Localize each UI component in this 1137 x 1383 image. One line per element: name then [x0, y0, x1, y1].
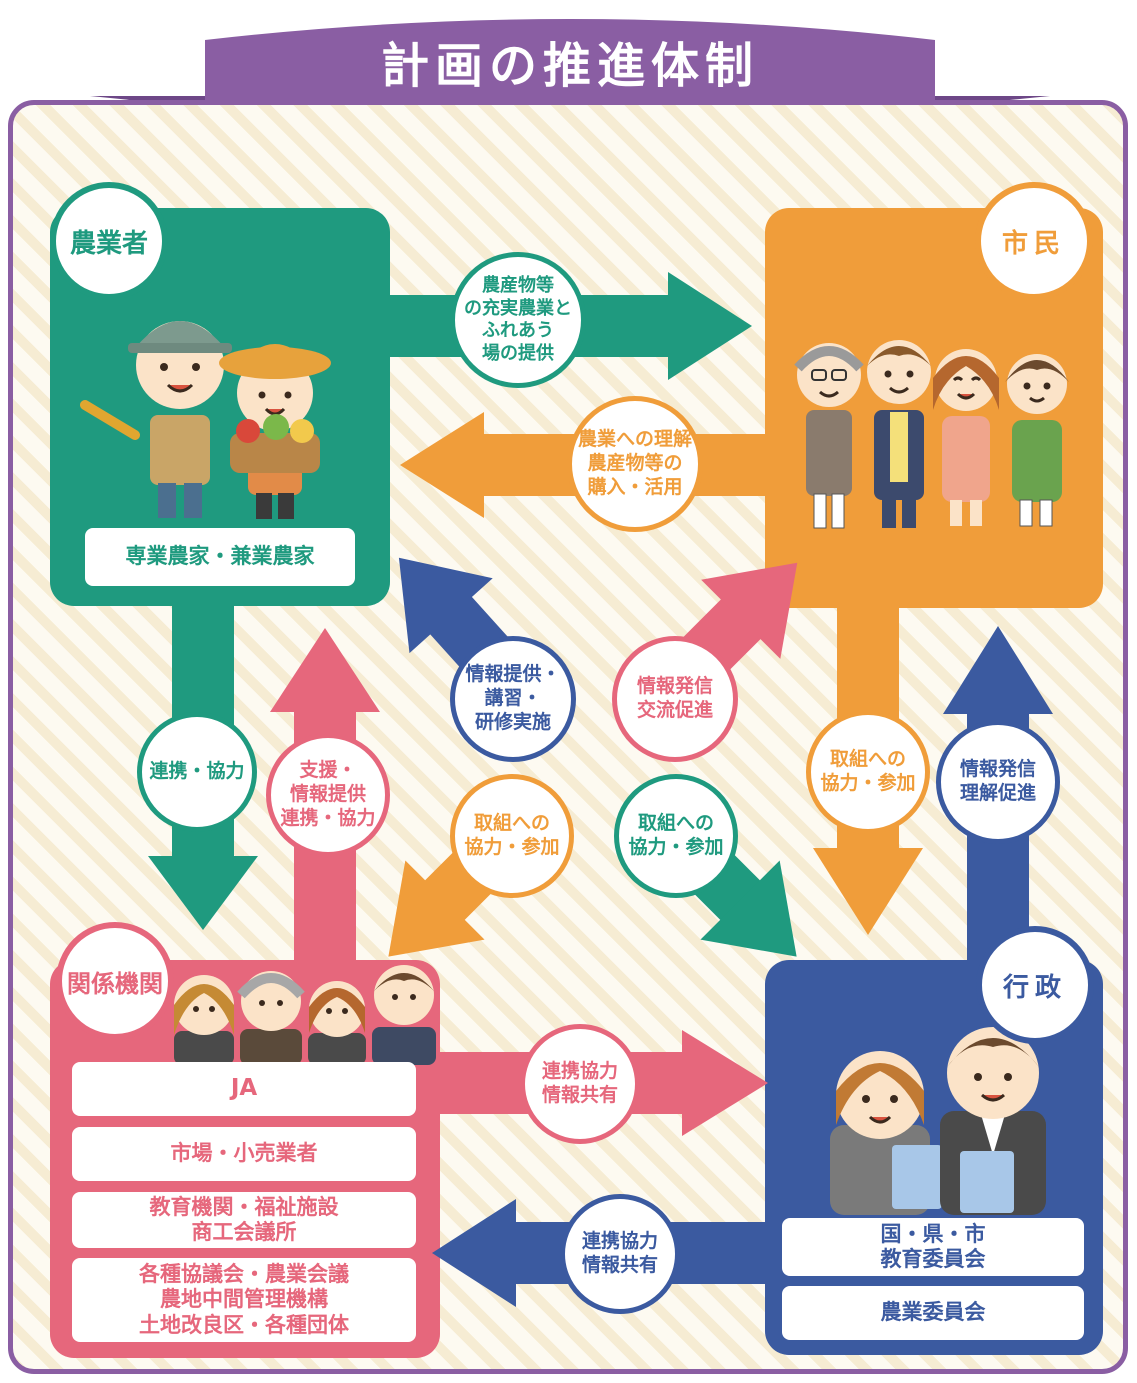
- citizen-older-woman: [1005, 354, 1069, 527]
- flow-farmer-to-gov: 取組への 協力・参加: [614, 774, 738, 898]
- citizen-young-man: [867, 340, 931, 528]
- staff-woman-1: [174, 975, 234, 1065]
- citizen-badge: 市民: [975, 182, 1093, 300]
- flow-citizen-to-gov: 取組への 協力・参加: [806, 710, 930, 834]
- farmer-woman-figure: [219, 344, 331, 519]
- flow-gov-to-citizen: 情報発信 理解促進: [936, 720, 1060, 844]
- related-item-councils: 各種協議会・農業会議 農地中間管理機構 土地改良区・各種団体: [72, 1258, 416, 1342]
- staff-older-man: [237, 971, 305, 1065]
- flow-info-to-citizen: 情報発信 交流促進: [612, 636, 738, 762]
- government-illustration: [830, 1027, 1046, 1215]
- flow-gov-to-farmer: 情報提供・ 講習・ 研修実施: [450, 636, 576, 762]
- flow-farmer-to-related: 連携・協力: [137, 712, 257, 832]
- official-woman: [830, 1051, 942, 1215]
- government-badge: 行政: [976, 926, 1094, 1044]
- flow-farmer-to-citizen: 農産物等 の充実農業と ふれあう 場の提供: [450, 252, 586, 388]
- gov-item-national: 国・県・市 教育委員会: [782, 1218, 1084, 1276]
- official-man: [940, 1027, 1046, 1215]
- farmer-badge: 農業者: [50, 182, 168, 300]
- flow-citizen-to-related: 取組への 協力・参加: [450, 774, 574, 898]
- citizen-young-woman: [933, 349, 999, 526]
- citizen-illustration: [794, 340, 1069, 529]
- flow-citizen-to-farmer: 農業への理解 農産物等の 購入・活用: [567, 396, 703, 532]
- related-org-badge: 関係機関: [56, 922, 174, 1040]
- gov-item-agri-committee: 農業委員会: [782, 1286, 1084, 1340]
- flow-gov-to-related: 連携協力 情報共有: [560, 1194, 680, 1314]
- related-item-ja: JA: [72, 1062, 416, 1116]
- staff-man: [372, 965, 436, 1065]
- flow-related-to-gov: 連携協力 情報共有: [520, 1024, 640, 1144]
- farmer-illustration: [80, 321, 331, 519]
- related-org-illustration: [174, 965, 436, 1065]
- flow-related-to-farmer: 支援・ 情報提供 連携・協力: [266, 733, 390, 857]
- citizen-older-man: [794, 343, 864, 529]
- related-item-market: 市場・小売業者: [72, 1127, 416, 1181]
- related-item-education: 教育機関・福祉施設 商工会議所: [72, 1192, 416, 1248]
- staff-woman-2: [308, 981, 366, 1065]
- farmer-type-label: 専業農家・兼業農家: [85, 528, 355, 586]
- farmer-man-figure: [80, 321, 232, 518]
- diagram-title: 計画の推進体制: [380, 38, 759, 94]
